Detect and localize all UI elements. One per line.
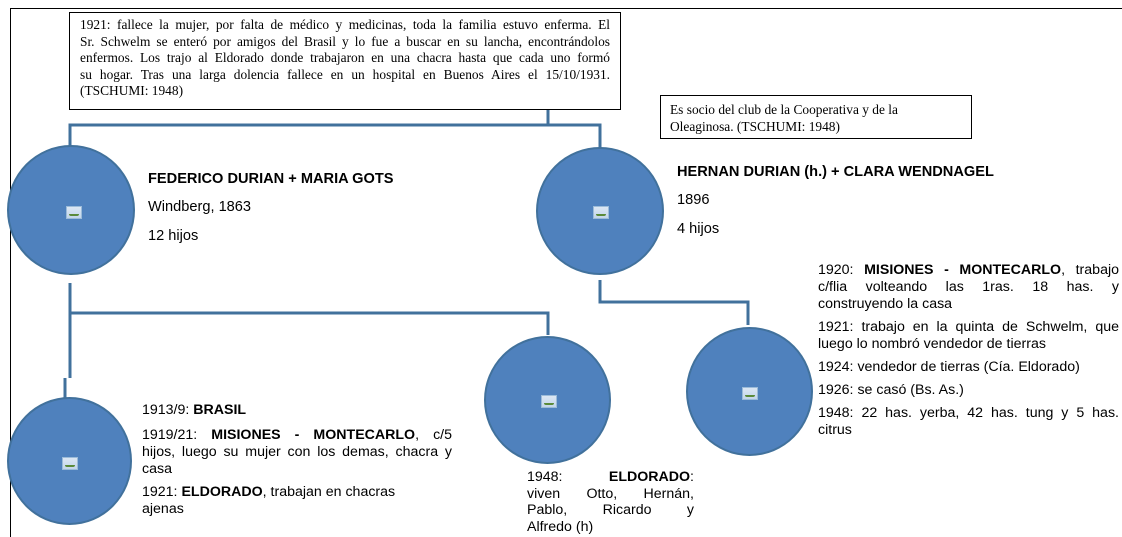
- brasil-entry-1: 1913/9: BRASIL: [142, 402, 452, 419]
- node-hernan: [536, 147, 664, 275]
- montecarlo-entry-3: 1924: vendedor de tierras (Cía. Eldorado…: [818, 359, 1080, 375]
- federico-children: 12 hijos: [148, 228, 199, 244]
- federico-origin: Windberg, 1863: [148, 199, 252, 215]
- note-2-line-2: Oleaginosa. (TSCHUMI: 1948): [670, 118, 840, 134]
- eldorado-line-2: viven Otto, Hernán,: [527, 485, 694, 502]
- montecarlo-entry-5-line-2: citrus: [818, 422, 852, 438]
- eldorado-date: 1948:: [527, 469, 563, 485]
- connector-hernan-child: [598, 280, 750, 325]
- brasil-entry-2-date: 1919/21:: [142, 427, 212, 443]
- brasil-entry-2-line-3: casa: [142, 461, 172, 477]
- brasil-entry-3-rest: , trabajan en chacras: [262, 484, 396, 500]
- label-brasil: 1913/9: BRASIL 1919/21: MISIONES - MONTE…: [142, 402, 452, 526]
- montecarlo-entry-2-line-2: luego lo nombró vendedor de tierras: [818, 336, 1046, 352]
- brasil-entry-3-line-2: ajenas: [142, 501, 184, 517]
- note-2-line-1: Es socio del club de la Cooperativa y de…: [670, 102, 898, 117]
- page-border-left: [10, 8, 11, 537]
- brasil-entry-1-place: BRASIL: [193, 402, 247, 418]
- node-brasil: [7, 397, 132, 525]
- federico-title: FEDERICO DURIAN + MARIA GOTS: [148, 171, 394, 187]
- label-eldorado: 1948: ELDORADO: viven Otto, Hernán, Pabl…: [527, 469, 694, 535]
- montecarlo-entry-1-rest: , trabajo: [1061, 262, 1119, 278]
- note-federico-history: 1921: fallece la mujer, por falta de méd…: [69, 12, 621, 110]
- brasil-entry-2-place: MISIONES - MONTECARLO: [211, 427, 416, 443]
- node-federico: [7, 145, 135, 275]
- image-placeholder-icon: [541, 395, 557, 408]
- node-eldorado: [484, 336, 611, 464]
- montecarlo-entry-2: 1921: trabajo en la quinta de Schwelm, q…: [818, 319, 1119, 353]
- hernan-year: 1896: [677, 192, 710, 208]
- montecarlo-entry-1-line-3: construyendo la casa: [818, 296, 953, 312]
- brasil-entry-3: 1921: ELDORADO, trabajan en chacras ajen…: [142, 484, 452, 518]
- brasil-entry-1-date: 1913/9:: [142, 402, 194, 418]
- montecarlo-entry-2-line-1: 1921: trabajo en la quinta de Schwelm, q…: [818, 319, 1119, 335]
- montecarlo-entry-5-line-1: 1948: 22 has. yerba, 42 has. tung y 5 ha…: [818, 405, 1119, 421]
- image-placeholder-icon: [66, 206, 82, 219]
- brasil-entry-2: 1919/21: MISIONES - MONTECARLO, c/5 hijo…: [142, 427, 452, 478]
- eldorado-colon: :: [690, 469, 694, 485]
- label-hernan: HERNAN DURIAN (h.) + CLARA WENDNAGEL 189…: [677, 164, 1007, 250]
- montecarlo-entry-5: 1948: 22 has. yerba, 42 has. tung y 5 ha…: [818, 405, 1119, 439]
- brasil-entry-2-line-2: hijos, luego su mujer con los demas, cha…: [142, 444, 452, 460]
- montecarlo-entry-4: 1926: se casó (Bs. As.): [818, 382, 964, 398]
- label-federico: FEDERICO DURIAN + MARIA GOTS Windberg, 1…: [148, 171, 448, 257]
- note-1-line-3: enfermos. Los trajo al Eldorado donde tr…: [80, 50, 610, 65]
- node-montecarlo: [686, 327, 813, 456]
- hernan-title: HERNAN DURIAN (h.) + CLARA WENDNAGEL: [677, 164, 994, 180]
- connector-top: [68, 123, 602, 150]
- hernan-children: 4 hijos: [677, 221, 720, 237]
- note-1-line-2: Sr. Schwelm se enteró por amigos del Bra…: [80, 33, 610, 49]
- page-border-top: [10, 8, 1122, 9]
- note-1-line-1: 1921: fallece la mujer, por falta de méd…: [80, 17, 610, 32]
- label-montecarlo: 1920: MISIONES - MONTECARLO, trabajo c/f…: [818, 262, 1119, 447]
- note-1-line-5: (TSCHUMI: 1948): [80, 83, 184, 98]
- brasil-entry-2-rest: , c/5: [415, 427, 452, 443]
- brasil-entry-3-place: ELDORADO: [181, 484, 263, 500]
- montecarlo-entry-1-line-2: c/flia volteando las 1ras. 18 has. y: [818, 279, 1119, 295]
- image-placeholder-icon: [742, 387, 758, 400]
- connector-federico-children: [68, 283, 550, 335]
- eldorado-line-3: Pablo, Ricardo y: [527, 502, 694, 518]
- image-placeholder-icon: [593, 206, 609, 219]
- image-placeholder-icon: [62, 457, 78, 470]
- brasil-entry-3-date: 1921:: [142, 484, 182, 500]
- montecarlo-entry-1-date: 1920:: [818, 262, 865, 278]
- eldorado-place: ELDORADO: [608, 469, 691, 485]
- montecarlo-entry-1-place: MISIONES - MONTECARLO: [864, 262, 1062, 278]
- note-1-line-4: su hogar. Tras una larga dolencia fallec…: [80, 66, 610, 82]
- note-hernan-club: Es socio del club de la Cooperativa y de…: [660, 95, 972, 139]
- eldorado-line-4: Alfredo (h): [527, 518, 594, 535]
- montecarlo-entry-1: 1920: MISIONES - MONTECARLO, trabajo c/f…: [818, 262, 1119, 313]
